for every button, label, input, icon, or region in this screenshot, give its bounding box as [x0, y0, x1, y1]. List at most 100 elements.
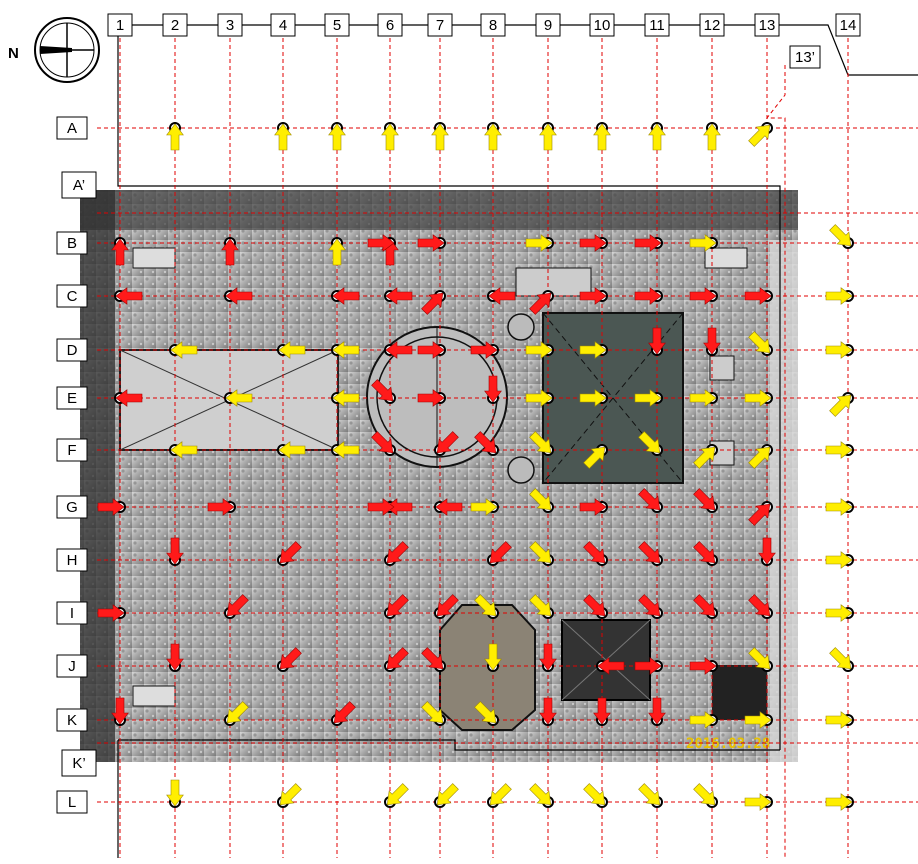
arrow-red-I1: [97, 604, 125, 622]
arrow-red-G11: [638, 488, 661, 511]
arrow-yellow-A2: [166, 123, 184, 151]
arrow-yellow-L10: [583, 783, 606, 806]
row-label-Aprime: A’: [73, 177, 85, 194]
arrow-red-H6: [386, 541, 409, 564]
photo-date: 2016.03.28: [686, 736, 770, 752]
arrow-red-E8: [484, 375, 502, 403]
arrow-yellow-I9: [529, 594, 552, 617]
row-label-L: L: [68, 794, 76, 811]
arrow-yellow-E13: [744, 389, 772, 407]
arrow-yellow-K8: [474, 701, 497, 724]
arrow-yellow-E12: [689, 389, 717, 407]
arrow-red-G12: [693, 488, 716, 511]
arrow-red-D8: [470, 341, 498, 359]
arrow-red-J7: [421, 647, 444, 670]
arrow-red-J6: [386, 647, 409, 670]
row-label-J: J: [68, 658, 76, 675]
arrow-yellow-A13: [748, 124, 771, 147]
arrow-yellow-F5: [332, 441, 360, 459]
aerial-photo: 2016.03.28: [80, 190, 798, 762]
arrow-red-I11: [638, 594, 661, 617]
arrow-red-J10: [597, 657, 625, 675]
arrow-yellow-B9: [525, 234, 553, 252]
arrow-yellow-A7: [431, 123, 449, 151]
row-label-D: D: [67, 342, 78, 359]
arrow-red-K5: [333, 701, 356, 724]
column-label-2-box: [162, 13, 188, 37]
row-label-E-box: [56, 386, 88, 410]
column-label-12: 12: [704, 17, 721, 34]
arrow-yellow-F4: [278, 441, 306, 459]
arrow-red-B1: [111, 238, 129, 266]
arrow-yellow-K12: [689, 711, 717, 729]
arrow-yellow-B14: [829, 224, 852, 247]
column-label-14: 14: [840, 17, 857, 34]
arrow-red-J4: [279, 647, 302, 670]
column-label-12-box: [699, 13, 725, 37]
arrow-yellow-D5: [332, 341, 360, 359]
arrow-yellow-I14: [825, 604, 853, 622]
movement-arrows: [97, 123, 853, 811]
row-label-K: K: [67, 712, 77, 729]
arrow-yellow-B12: [689, 234, 717, 252]
arrow-red-C8: [488, 287, 516, 305]
column-label-14-box: [835, 13, 861, 37]
arrow-yellow-E9: [525, 389, 553, 407]
arrow-yellow-A12: [703, 123, 721, 151]
arrow-red-C9: [529, 292, 552, 315]
arrow-red-B7: [417, 234, 445, 252]
arrow-yellow-H14: [825, 551, 853, 569]
arrow-yellow-L7: [436, 783, 459, 806]
arrow-yellow-D14: [825, 341, 853, 359]
column-label-1: 1: [116, 17, 124, 34]
arrow-yellow-L2: [166, 779, 184, 807]
north-arrow-icon: N: [8, 17, 100, 83]
row-label-H-box: [56, 548, 88, 572]
arrow-yellow-L14: [825, 793, 853, 811]
arrow-yellow-J14: [829, 647, 852, 670]
arrow-red-J9: [539, 643, 557, 671]
arrow-red-C10: [579, 287, 607, 305]
arrow-yellow-D4: [278, 341, 306, 359]
column-label-6-box: [377, 13, 403, 37]
column-label-2: 2: [171, 17, 179, 34]
arrow-yellow-L9: [529, 783, 552, 806]
column-label-5: 5: [333, 17, 341, 34]
arrow-red-H2: [166, 537, 184, 565]
row-label-C-box: [56, 284, 88, 308]
arrow-red-B10: [579, 234, 607, 252]
arrow-yellow-F2: [170, 441, 198, 459]
row-label-H: H: [67, 552, 78, 569]
arrow-red-B3: [221, 238, 239, 266]
row-label-A: A: [67, 120, 77, 137]
arrow-yellow-F11: [638, 431, 661, 454]
column-label-13-box: [754, 13, 780, 37]
arrow-red-J12: [689, 657, 717, 675]
row-label-I-box: [56, 601, 88, 625]
arrow-red-C13: [744, 287, 772, 305]
row-label-B-box: [56, 231, 88, 255]
row-label-Aprime-box: [61, 171, 97, 199]
arrow-red-H13: [758, 537, 776, 565]
row-label-A-box: [56, 116, 88, 140]
column-label-1-box: [107, 13, 133, 37]
arrow-yellow-D2: [170, 341, 198, 359]
compass-north-label: N: [8, 45, 19, 62]
column-label-3-box: [217, 13, 243, 37]
arrow-red-G10: [579, 498, 607, 516]
arrow-yellow-G8: [470, 498, 498, 516]
arrow-yellow-A8: [484, 123, 502, 151]
column-label-10: 10: [594, 17, 611, 34]
column-label-8-box: [480, 13, 506, 37]
column-label-9-box: [535, 13, 561, 37]
arrow-red-C7: [421, 292, 444, 315]
arrow-yellow-E3: [225, 389, 253, 407]
grid-line-col-13prime: [765, 65, 786, 858]
arrow-yellow-L4: [279, 783, 302, 806]
row-label-K-box: [56, 708, 88, 732]
arrow-yellow-J8: [484, 643, 502, 671]
arrow-yellow-H9: [529, 541, 552, 564]
